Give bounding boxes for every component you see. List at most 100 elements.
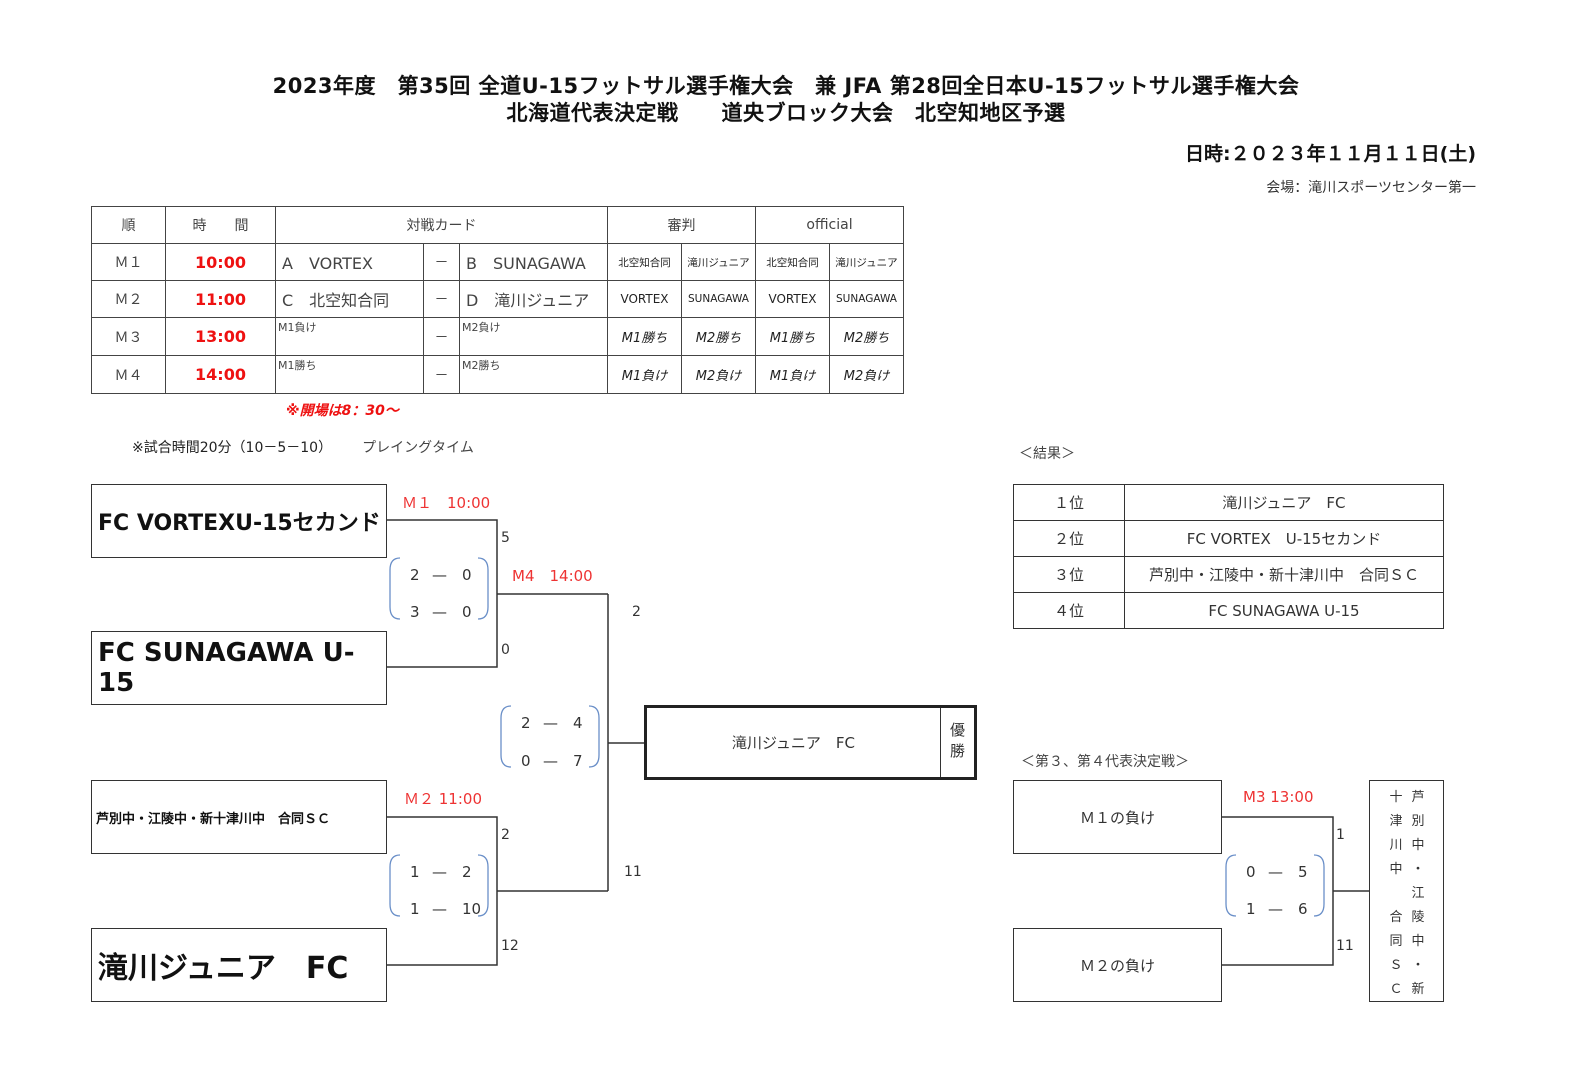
result-team: FC SUNAGAWA U-15 [1124,592,1444,629]
m3-half2-away: 6 [1298,900,1308,918]
third-team-top: Ｍ１の負け [1013,780,1222,854]
vchar: 陵 [1411,910,1425,925]
schedule-row: Ｍ１ 10:00 A VORTEX － B SUNAGAWA 北空知合同 滝川ジ… [91,243,904,281]
schedule-row: Ｍ４ 14:00 M1勝ち － M2勝ち M1負け M2負け M1負け M2負け [91,355,904,394]
header-time: 時 間 [165,206,276,244]
team-a: A VORTEX [275,243,424,281]
vchar: 新 [1411,982,1425,997]
match-time: 13:00 [165,317,276,356]
vs-dash: － [423,317,460,356]
result-rank: ３位 [1013,556,1125,593]
m4-half2-dash: — [543,752,558,770]
opening-note: ※開場は8：30～ [286,403,399,419]
vchar: ・ [1411,958,1425,973]
m3-half2-home: 1 [1246,900,1256,918]
results-table: １位 滝川ジュニア FC ２位 FC VORTEX U-15セカンド ３位 芦別… [1013,484,1444,629]
official-2: M2負け [829,355,904,394]
m1-half2-away: 0 [462,603,472,621]
event-date: 日時:２０２３年１１月１１日(土) [1185,143,1476,165]
vchar [1387,882,1405,906]
m1-half1-dash: — [432,566,447,584]
match-no: Ｍ２ [91,280,166,318]
team-b: M2負け [459,317,608,356]
schedule-row: Ｍ３ 13:00 M1負け － M2負け M1勝ち M2勝ち M1勝ち M2勝ち [91,317,904,356]
schedule-table: 順 時 間 対戦カード 審判 official Ｍ１ 10:00 A VORTE… [91,206,904,394]
page-subtitle: 北海道代表決定戦 道央ブロック大会 北空知地区予選 [506,101,1066,125]
bracket-team-joint-sc: 芦別中・江陵中・新十津川中 合同ＳＣ [91,780,387,854]
schedule-header-row: 順 時 間 対戦カード 審判 official [91,206,904,244]
m3-half2-dash: — [1268,900,1283,918]
results-row: ４位 FC SUNAGAWA U-15 [1013,592,1444,629]
third-team-bottom: Ｍ２の負け [1013,928,1222,1002]
m1-points-top: 5 [501,530,510,546]
playing-time-text: プレイングタイム [362,440,474,456]
result-rank: ２位 [1013,520,1125,557]
official-1: VORTEX [755,280,830,318]
official-2: 滝川ジュニア [829,243,904,281]
m1-half2-home: 3 [410,603,420,621]
m2-points-bottom: 12 [501,938,519,954]
champion-team: 滝川ジュニア FC [731,734,856,752]
m3-half1-home: 0 [1246,863,1256,881]
vchar: Ｓ [1389,958,1403,973]
m1-points-bottom: 0 [501,642,510,658]
m2-half1-away: 2 [462,863,472,881]
vchar: 芦 [1411,790,1425,805]
referee-2: 滝川ジュニア [681,243,756,281]
referee-2: SUNAGAWA [681,280,756,318]
team-a: M1勝ち [275,355,424,394]
vchar: 合 [1389,910,1403,925]
bracket-team-vortex: FC VORTEXU-15セカンド [91,484,387,558]
m2-half2-away: 10 [462,900,482,918]
result-team: 芦別中・江陵中・新十津川中 合同ＳＣ [1124,556,1444,593]
m2-half1-home: 1 [410,863,420,881]
vchar: 江 [1411,886,1425,901]
m4-points-top: 2 [632,604,641,620]
third-place-label: ＜第３、第４代表決定戦＞ [1021,754,1189,770]
header-referee: 審判 [607,206,756,244]
champion-tag: 優勝 [940,708,974,777]
match-time: 14:00 [165,355,276,394]
team-a: M1負け [275,317,424,356]
match-time: 11:00 [165,280,276,318]
results-row: ２位 FC VORTEX U-15セカンド [1013,520,1444,557]
vchar: 津 [1389,814,1403,829]
results-row: ３位 芦別中・江陵中・新十津川中 合同ＳＣ [1013,556,1444,593]
official-1: 北空知合同 [755,243,830,281]
vchar: 同 [1389,934,1403,949]
m4-points-bottom: 11 [624,864,642,880]
m2-half2-dash: — [432,900,447,918]
bracket-team-sunagawa: FC SUNAGAWA U-15 [91,631,387,705]
page-title: 2023年度 第35回 全道U-15フットサル選手権大会 兼 JFA 第28回全… [272,74,1300,98]
m4-half2-home: 0 [521,752,531,770]
m1-half1-home: 2 [410,566,420,584]
referee-1: M1負け [607,355,682,394]
referee-2: M2負け [681,355,756,394]
event-venue: 会場：滝川スポーツセンター第一 [1266,180,1476,196]
match-duration-text: ※試合時間20分（10－5－10） [132,440,333,456]
results-row: １位 滝川ジュニア FC [1013,484,1444,521]
header-official: official [755,206,904,244]
match-no: Ｍ１ [91,243,166,281]
schedule-row: Ｍ２ 11:00 C 北空知合同 － D 滝川ジュニア VORTEX SUNAG… [91,280,904,318]
result-rank: １位 [1013,484,1125,521]
referee-1: VORTEX [607,280,682,318]
m2-label: Ｍ２ 11:00 [404,790,482,808]
result-rank: ４位 [1013,592,1125,629]
vs-dash: － [423,243,460,281]
m4-half2-away: 7 [573,752,583,770]
result-team: FC VORTEX U-15セカンド [1124,520,1444,557]
m2-half2-home: 1 [410,900,420,918]
vchar: 十 [1389,790,1403,805]
m1-half1-away: 0 [462,566,472,584]
vchar: ・ [1411,862,1425,877]
vchar: 川 [1389,838,1403,853]
m3-half1-away: 5 [1298,863,1308,881]
bracket-team-takikawa: 滝川ジュニア FC [91,928,387,1002]
m2-half1-dash: — [432,863,447,881]
team-b: D 滝川ジュニア [459,280,608,318]
third-winner-col1: 十 津 川 中 合 同 Ｓ Ｃ [1387,786,1405,1002]
vchar: Ｃ [1389,982,1403,997]
official-1: M1負け [755,355,830,394]
